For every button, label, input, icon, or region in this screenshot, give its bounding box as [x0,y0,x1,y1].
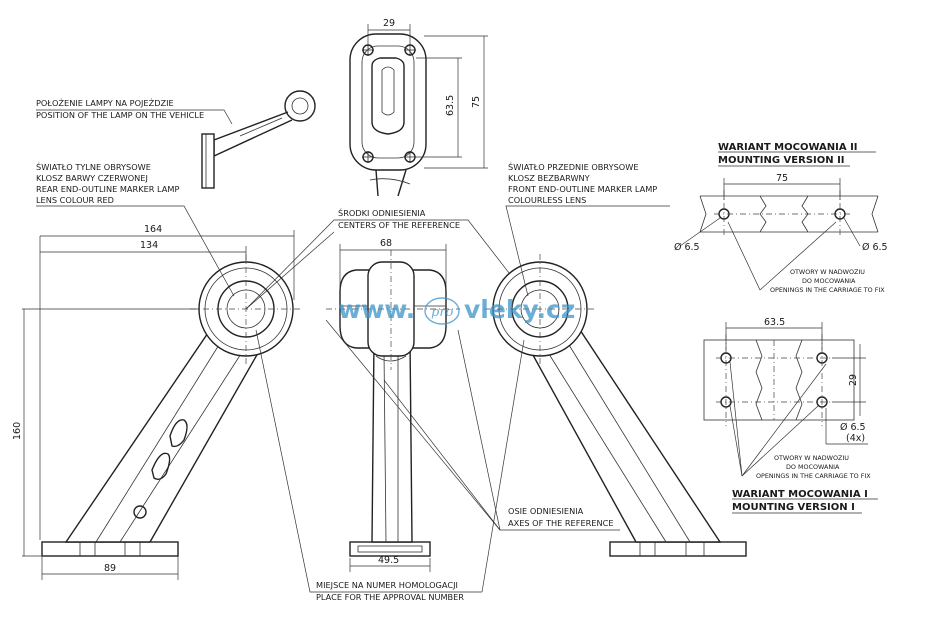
dim-base-width: 89 [104,563,116,574]
dim-base-front-width: 49.5 [378,555,399,566]
label-axes-pl: OSIE ODNIESIENIA [508,506,584,516]
m2-dia-left: Ø 6.5 [674,242,700,253]
label-rear-2: KLOSZ BARWY CZERWONEJ [36,173,148,183]
label-rear-3: REAR END-OUTLINE MARKER LAMP [36,184,179,194]
m1-title-en: MOUNTING VERSION I [732,502,855,513]
m1-count: (4x) [846,433,865,444]
m1-dim-spacing: 63.5 [764,317,785,328]
label-position-pl: POŁOŻENIE LAMPY NA POJEŹDZIE [36,97,174,108]
label-front-4: COLOURLESS LENS [508,195,586,205]
label-rear-4: LENS COLOUR RED [36,195,114,205]
m2-note-2: DO MOCOWANIA [802,277,856,285]
m2-title-en: MOUNTING VERSION II [718,155,845,166]
dim-height: 160 [12,422,23,440]
position-sketch [201,90,316,189]
label-front-2: KLOSZ BEZBARWNY [508,173,591,183]
right-side-view [484,254,747,557]
label-homolog-pl: MIEJSCE NA NUMER HOMOLOGACJI [316,580,458,590]
left-side-view [22,230,302,580]
dim-overall-width: 164 [144,224,162,235]
m2-title-pl: WARIANT MOCOWANIA II [718,142,858,153]
svg-text:pro: pro [431,305,454,320]
mounting-version-2 [679,178,879,291]
m2-note-3: OPENINGS IN THE CARRIAGE TO FIX [770,286,885,294]
dim-top-inner-height: 63.5 [445,95,456,116]
label-centers-en: CENTERS OF THE REFERENCE [338,220,460,230]
m1-note-1: OTWORY W NADWOZIU [774,454,849,462]
label-front-1: ŚWIATŁO PRZEDNIE OBRYSOWE [508,161,639,172]
svg-text:www.: www. [338,295,415,324]
center-front-view [326,244,460,572]
label-centers-pl: ŚRODKI ODNIESIENIA [338,207,426,218]
svg-text:vleky.cz: vleky.cz [464,295,575,324]
m1-dim-vertical: 29 [848,374,859,386]
label-front-3: FRONT END-OUTLINE MARKER LAMP [508,184,657,194]
label-homolog-en: PLACE FOR THE APPROVAL NUMBER [316,592,464,602]
m1-note-3: OPENINGS IN THE CARRIAGE TO FIX [756,472,871,480]
m1-note-2: DO MOCOWANIA [786,463,840,471]
m1-dia: Ø 6.5 [840,422,866,433]
dim-top-height: 75 [471,96,482,108]
dim-arm-width: 134 [140,240,158,251]
dim-top-width: 29 [383,18,395,29]
m2-dim-spacing: 75 [776,173,788,184]
m2-note-1: OTWORY W NADWOZIU [790,268,865,276]
m2-dia-right: Ø 6.5 [862,242,888,253]
m1-title-pl: WARIANT MOCOWANIA I [732,489,868,500]
label-rear-1: ŚWIATŁO TYLNE OBRYSOWE [36,161,151,172]
top-view-plate [349,24,488,197]
dim-lamp-width: 68 [380,238,392,249]
label-position-en: POSITION OF THE LAMP ON THE VEHICLE [36,110,204,120]
mounting-version-1 [703,322,868,477]
watermark-logo: www. pro vleky.cz [338,295,575,325]
label-axes-en: AXES OF THE REFERENCE [508,518,614,528]
